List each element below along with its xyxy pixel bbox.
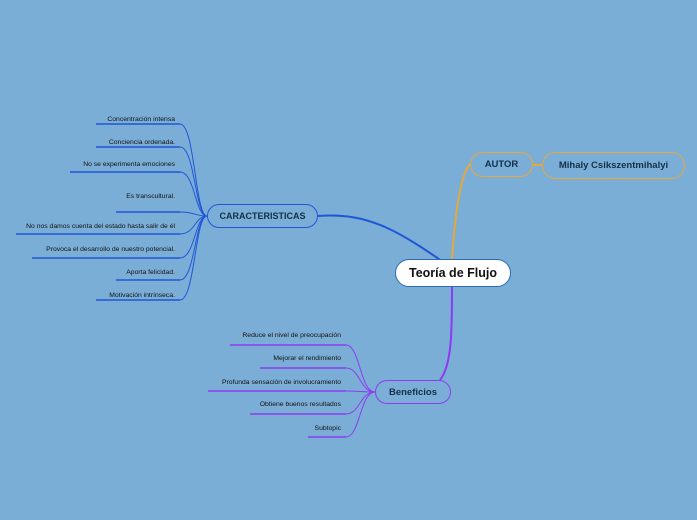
caracteristicas-leaf[interactable]: Provoca el desarrollo de nuestro potenci… xyxy=(46,246,175,253)
caracteristicas-leaf[interactable]: Aporta felicidad. xyxy=(126,269,175,276)
leaf-underlines xyxy=(16,123,346,438)
connector-lines xyxy=(179,123,542,438)
beneficios-leaf[interactable]: Subtopic xyxy=(314,425,341,432)
caracteristicas-leaf[interactable]: Conciencia ordenada. xyxy=(108,139,175,146)
connector-caracteristicas-leaf xyxy=(179,215,208,281)
connector-beneficios-leaf xyxy=(345,344,376,393)
connector-central-beneficios xyxy=(439,286,453,381)
connector-central-caracteristicas xyxy=(317,214,453,269)
connector-beneficios-leaf xyxy=(345,367,376,393)
caracteristicas-leaf[interactable]: No nos damos cuenta del estado hasta sal… xyxy=(26,223,175,230)
topic-caracteristicas[interactable]: CARACTERISTICAS xyxy=(207,204,318,228)
connector-caracteristicas-leaf xyxy=(179,171,208,217)
topic-autor[interactable]: AUTOR xyxy=(470,152,533,177)
caracteristicas-leaf[interactable]: Es transcultural. xyxy=(126,193,175,200)
caracteristicas-leaf[interactable]: No se experimenta emociones xyxy=(83,161,175,168)
connector-caracteristicas-leaf xyxy=(179,123,208,217)
beneficios-leaf[interactable]: Mejorar el rendimiento xyxy=(273,355,341,362)
caracteristicas-leaf[interactable]: Motivación intrínseca. xyxy=(109,292,175,299)
subtopic-author-name[interactable]: Mihaly Csikszentmihalyi xyxy=(542,152,685,179)
connector-caracteristicas-leaf xyxy=(179,146,208,217)
beneficios-leaf[interactable]: Profunda sensación de involucramiento xyxy=(221,379,341,386)
topic-beneficios[interactable]: Beneficios xyxy=(375,380,451,404)
beneficios-leaf[interactable]: Obtiene buenos resultados xyxy=(259,401,341,408)
beneficios-leaf[interactable]: Reduce el nivel de preocupación xyxy=(242,332,341,339)
central-topic[interactable]: Teoría de Flujo xyxy=(395,259,511,287)
connector-beneficios-leaf xyxy=(345,391,376,438)
connector-central-autor xyxy=(451,163,471,260)
connector-beneficios-leaf xyxy=(345,391,376,415)
caracteristicas-leaf[interactable]: Concentración intensa xyxy=(107,116,175,123)
connector-caracteristicas-leaf xyxy=(179,215,208,301)
